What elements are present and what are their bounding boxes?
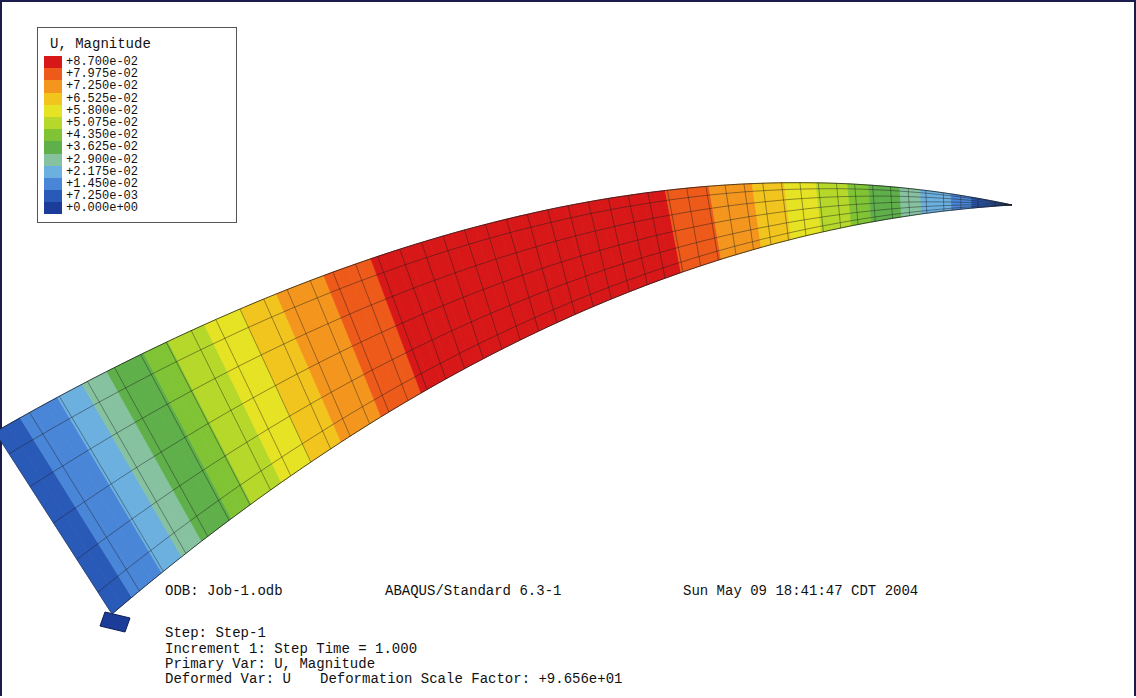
legend-row: +7.250e-03: [44, 190, 236, 202]
scale-factor: Deformation Scale Factor: +9.656e+01: [320, 672, 622, 686]
mesh-line: [0, 432, 112, 614]
legend-value: +5.075e-02: [66, 117, 138, 129]
legend-row: +1.450e-02: [44, 178, 236, 190]
beam-end-face: [100, 612, 130, 632]
legend-value: +8.700e-02: [66, 56, 138, 68]
primary-variable: Primary Var: U, Magnitude: [165, 657, 375, 671]
mesh-line: [112, 205, 1012, 614]
mesh-line: [9, 189, 1012, 454]
legend-row: +2.175e-02: [44, 166, 236, 178]
legend-value: +0.000e+00: [66, 202, 138, 214]
legend-swatch: [44, 166, 62, 178]
legend-title: U, Magnitude: [50, 36, 236, 52]
mesh-line: [54, 202, 1013, 523]
legend-value: +4.350e-02: [66, 129, 138, 141]
odb-name: ODB: Job-1.odb: [165, 584, 283, 598]
increment-info: Increment 1: Step Time = 1.000: [165, 642, 417, 656]
solver-version: ABAQUS/Standard 6.3-1: [385, 584, 561, 598]
legend-row: +4.350e-02: [44, 129, 236, 141]
legend-swatch: [44, 117, 62, 129]
legend-row: +6.525e-02: [44, 93, 236, 105]
legend-value: +7.975e-02: [66, 68, 138, 80]
mesh-line: [98, 205, 1012, 592]
step-info: Step: Step-1: [165, 626, 266, 640]
legend-swatch: [44, 202, 62, 214]
deformed-variable: Deformed Var: U: [165, 672, 291, 686]
legend-swatch: [44, 154, 62, 166]
legend-swatch: [44, 93, 62, 105]
legend-swatch: [44, 80, 62, 92]
legend-row: +7.250e-02: [44, 80, 236, 92]
legend-swatch: [44, 190, 62, 202]
legend-row: +5.800e-02: [44, 105, 236, 117]
legend-swatch: [44, 56, 62, 68]
legend-value: +1.450e-02: [66, 178, 138, 190]
legend-value: +2.175e-02: [66, 166, 138, 178]
legend-row: +7.975e-02: [44, 68, 236, 80]
legend-value: +6.525e-02: [66, 93, 138, 105]
legend-row: +8.700e-02: [44, 56, 236, 68]
legend-row: +3.625e-02: [44, 141, 236, 153]
legend-value: +7.250e-03: [66, 190, 138, 202]
legend-value: +2.900e-02: [66, 154, 138, 166]
legend-swatch: [44, 129, 62, 141]
mesh-line: [77, 205, 1012, 560]
legend-row: +0.000e+00: [44, 202, 236, 214]
legend-value: +3.625e-02: [66, 141, 138, 153]
legend-value: +5.800e-02: [66, 105, 138, 117]
mesh-line: [30, 196, 1012, 487]
legend-box: U, Magnitude+8.700e-02+7.975e-02+7.250e-…: [37, 27, 237, 223]
legend-swatch: [44, 68, 62, 80]
legend-row: +5.075e-02: [44, 117, 236, 129]
legend-swatch: [44, 141, 62, 153]
legend-row: +2.900e-02: [44, 154, 236, 166]
timestamp: Sun May 09 18:41:47 CDT 2004: [683, 584, 918, 598]
legend-swatch: [44, 105, 62, 117]
legend-value: +7.250e-02: [66, 80, 138, 92]
legend-swatch: [44, 178, 62, 190]
